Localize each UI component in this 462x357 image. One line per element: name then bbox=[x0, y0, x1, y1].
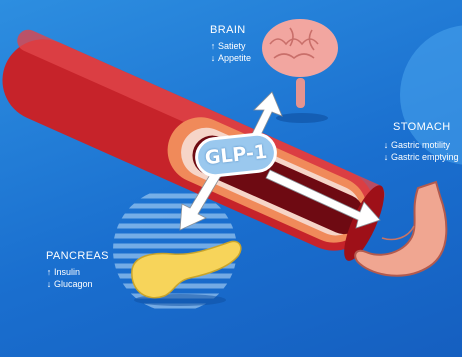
pancreas-effect-text: Glucagon bbox=[54, 279, 93, 289]
stomach-effect-1: ↓ Gastric motility bbox=[383, 139, 459, 151]
pancreas-effect-1: ↑ Insulin bbox=[46, 266, 109, 278]
stomach-effect-text: Gastric motility bbox=[391, 140, 450, 150]
pancreas-label-group: PANCREAS ↑ Insulin ↓ Glucagon bbox=[46, 250, 109, 290]
pancreas-effect-text: Insulin bbox=[54, 267, 80, 277]
stomach-effect-2: ↓ Gastric emptying bbox=[383, 151, 459, 163]
pancreas-effect-2: ↓ Glucagon bbox=[46, 278, 109, 290]
down-arrow-icon: ↓ bbox=[383, 140, 389, 150]
stomach-effect-text: Gastric emptying bbox=[391, 152, 459, 162]
brain-label-group: BRAIN ↑ Satiety ↓ Appetite bbox=[210, 24, 251, 64]
glp1-label: GLP-1 bbox=[204, 141, 268, 169]
down-arrow-icon: ↓ bbox=[210, 53, 216, 63]
stomach-label-group: STOMACH ↓ Gastric motility ↓ Gastric emp… bbox=[383, 121, 459, 163]
up-arrow-icon: ↑ bbox=[46, 267, 52, 277]
brain-name: BRAIN bbox=[210, 24, 251, 36]
pancreas-name: PANCREAS bbox=[46, 250, 109, 262]
stomach-name: STOMACH bbox=[393, 121, 459, 133]
brain-effect-2: ↓ Appetite bbox=[210, 52, 251, 64]
down-arrow-icon: ↓ bbox=[383, 152, 389, 162]
up-arrow-icon: ↑ bbox=[210, 41, 216, 51]
brain-effect-text: Appetite bbox=[218, 53, 251, 63]
down-arrow-icon: ↓ bbox=[46, 279, 52, 289]
brain-effect-text: Satiety bbox=[218, 41, 246, 51]
brain-effect-1: ↑ Satiety bbox=[210, 40, 251, 52]
